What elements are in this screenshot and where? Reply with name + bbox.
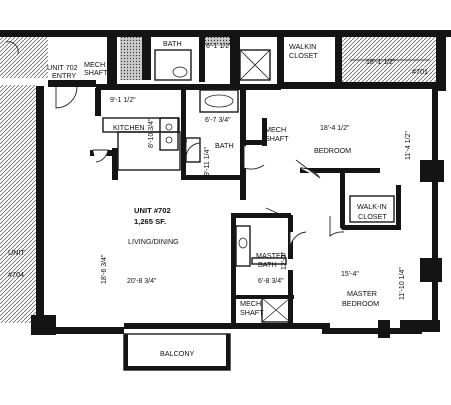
- label-walkin-2: CLOSET: [358, 212, 387, 221]
- dim-bath-top: 6'-1 1/2": [206, 43, 232, 50]
- label-master-bath-1: MASTER: [256, 251, 286, 260]
- dim-walkin-top: 18'-1 1/2": [366, 59, 396, 66]
- neighbor-hatched-areas: [0, 36, 437, 323]
- label-walkin-1: WALK-IN: [357, 202, 387, 211]
- label-kitchen: KITCHEN: [113, 123, 145, 132]
- dim-kitchen-w: 9'-1 1/2": [110, 97, 136, 104]
- label-bath-top: BATH: [163, 39, 182, 48]
- label-master-bedroom-1: MASTER: [347, 289, 377, 298]
- label-mech-mid-2: SHAFT: [265, 134, 289, 143]
- dim-master-bath-w: 6'-8 3/4": [258, 278, 284, 285]
- label-walkin-top-2: CLOSET: [289, 51, 318, 60]
- dim-bath-d: 9'-11 1/4": [204, 146, 211, 176]
- label-entry-1: UNIT 702: [47, 63, 78, 72]
- label-master-bedroom-2: BEDROOM: [342, 299, 379, 308]
- dim-living-w: 20'-8 3/4": [127, 278, 157, 285]
- dim-bedroom-d: 11'-4 1/2": [405, 130, 412, 160]
- room-labels: BATH WALKIN CLOSET 6'-1 1/2" 18'-1 1/2" …: [8, 39, 428, 358]
- label-unit-704-2: #704: [8, 270, 24, 279]
- label-bedroom: BEDROOM: [314, 146, 351, 155]
- dim-master-bed-w: 15'-4": [341, 271, 359, 278]
- label-mech-mid-1: MECH: [265, 125, 286, 134]
- label-mech-top-2: SHAFT: [84, 68, 108, 77]
- dim-bath-w: 6'-7 3/4": [205, 117, 231, 124]
- label-entry-2: ENTRY: [52, 71, 76, 80]
- label-master-bath-2: BATH: [258, 260, 277, 269]
- dim-master-bed-d: 11'-10 1/4": [399, 267, 406, 300]
- dim-master-bath-d: 12'-0": [281, 252, 288, 270]
- label-unit-area: 1,265 SF.: [134, 217, 166, 226]
- label-unit-704-1: UNIT: [8, 248, 25, 257]
- dim-bedroom-w: 18'-4 1/2": [320, 125, 350, 132]
- doors: [55, 86, 345, 251]
- label-mech-bot-2: SHAFT: [240, 308, 264, 317]
- unit-walls: [31, 80, 444, 338]
- label-balcony: BALCONY: [160, 349, 195, 358]
- label-walkin-top-1: WALKIN: [289, 42, 316, 51]
- dim-living-d: 18'-6 3/4": [101, 254, 108, 284]
- label-mech-bot-1: MECH: [240, 299, 261, 308]
- label-unit-701: #701: [412, 67, 428, 76]
- label-mech-top-1: MECH: [84, 60, 105, 69]
- label-bath: BATH: [215, 141, 234, 150]
- dim-kitchen-d: 8'-10 3/4": [148, 118, 155, 148]
- label-unit-title: UNIT #702: [134, 206, 171, 215]
- top-units-strip: [0, 30, 451, 91]
- label-living-dining: LIVING/DINING: [128, 237, 179, 246]
